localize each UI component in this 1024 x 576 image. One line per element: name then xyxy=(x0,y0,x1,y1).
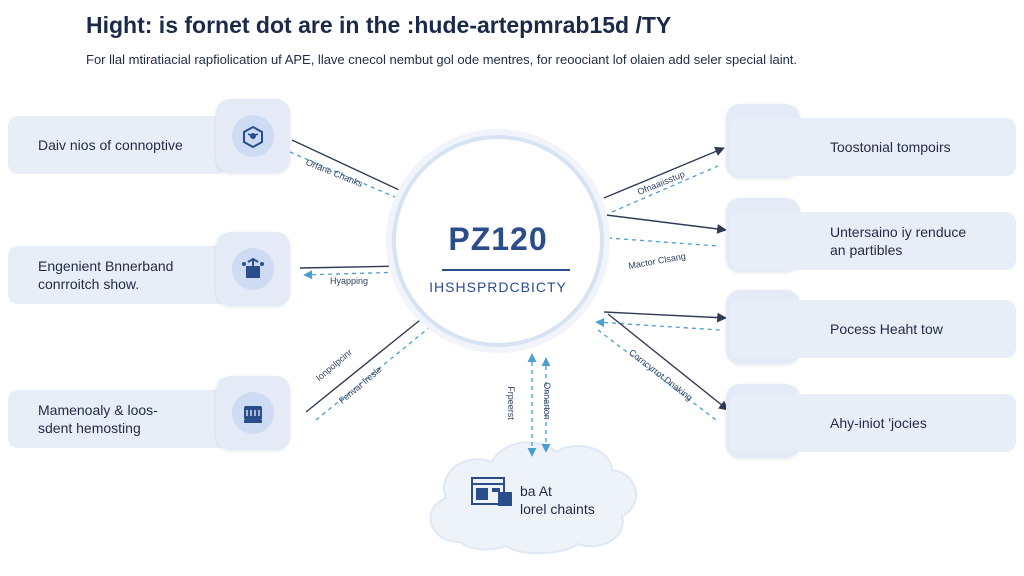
arrow-right-bottom xyxy=(607,313,729,411)
left-node-1-label: Engenient Bnnerband conrroitch show. xyxy=(38,258,174,292)
left-node-0-iconbox xyxy=(216,99,290,173)
pipeline-box-icon xyxy=(232,248,274,290)
edge-label-vertical-b: Onnarton xyxy=(541,382,552,420)
left-node-2: Mamenoaly & loos- sdent hemosting xyxy=(8,390,228,448)
central-hub: PZ120 IHSHSPRDCBICTY xyxy=(392,135,604,347)
left-node-0: Daiv nios of connoptive xyxy=(8,116,228,174)
right-node-3-label: Ahy-iniot 'jocies xyxy=(830,415,927,431)
page-title: Hight: is fornet dot are in the :hude-ar… xyxy=(86,12,672,38)
right-node-1: Untersaino iy renduce an partibles xyxy=(730,212,1016,270)
arrow-left-mid-dashed xyxy=(303,270,405,280)
server-icon xyxy=(232,392,274,434)
arrow-right-top-dashed xyxy=(611,165,719,213)
page-subtitle: For llal mtiratiacial rapfiolication uf … xyxy=(86,52,798,67)
arrow-left-bottom xyxy=(305,311,431,413)
cloud-shape xyxy=(429,441,638,555)
right-node-2: Pocess Heaht tow xyxy=(730,300,1016,358)
arrow-right-mid-dashed xyxy=(595,317,721,331)
bottom-node-label: ba At lorel chaints xyxy=(520,483,595,517)
arrow-left-mid xyxy=(299,261,405,272)
arrow-right-mid xyxy=(603,311,727,323)
left-node-1-iconbox xyxy=(216,232,290,306)
browser-window-icon xyxy=(470,474,514,510)
hub-title: PZ120 xyxy=(448,221,548,257)
hub-subtitle: IHSHSPRDCBICTY xyxy=(429,279,567,295)
right-node-2-label: Pocess Heaht tow xyxy=(830,321,943,337)
arrow-right-top xyxy=(603,146,725,199)
edge-label-vertical-a: Frpeerst xyxy=(505,386,516,420)
left-node-2-iconbox xyxy=(216,376,290,450)
arrow-left-top xyxy=(291,139,413,197)
right-node-0: Toostonial tompoirs xyxy=(730,118,1016,176)
edge-label-left-mid: Hyapping xyxy=(330,276,369,286)
network-box-icon xyxy=(232,115,274,157)
left-node-2-label: Mamenoaly & loos- sdent hemosting xyxy=(38,402,158,436)
arrow-right-bottom-dashed xyxy=(597,329,717,421)
arrow-left-bottom-dashed xyxy=(315,321,437,421)
right-node-3: Ahy-iniot 'jocies xyxy=(730,394,1016,452)
arrow-right-upper-dashed xyxy=(607,237,719,247)
left-node-1: Engenient Bnnerband conrroitch show. xyxy=(8,246,228,304)
left-node-0-label: Daiv nios of connoptive xyxy=(38,137,183,153)
arrow-right-upper xyxy=(597,213,727,234)
hub-divider xyxy=(442,269,570,271)
right-node-1-label: Untersaino iy renduce an partibles xyxy=(830,224,967,258)
right-node-0-label: Toostonial tompoirs xyxy=(830,139,951,155)
